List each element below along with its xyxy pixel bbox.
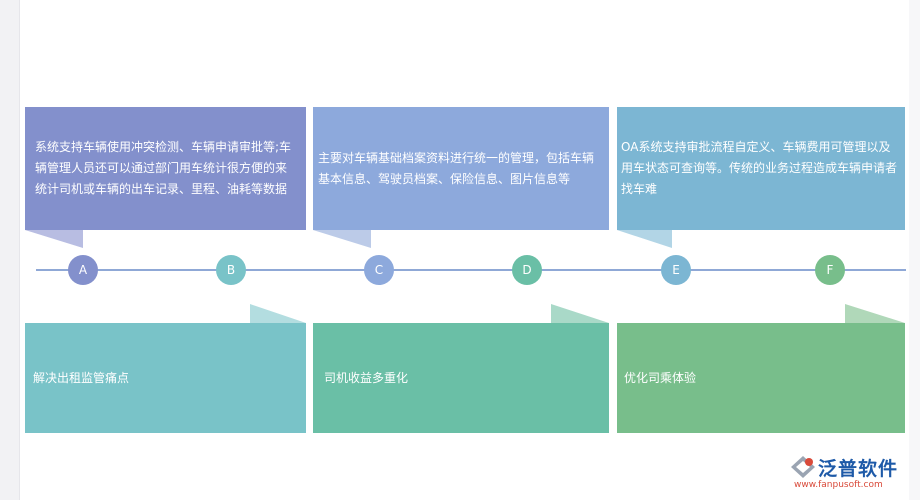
bottom-card-d: 司机收益多重化	[313, 323, 609, 433]
bottom-card-d-pointer	[551, 304, 609, 323]
node-b-label: B	[226, 263, 236, 277]
top-card-c: 主要对车辆基础档案资料进行统一的管理，包括车辆基本信息、驾驶员档案、保险信息、图…	[313, 107, 609, 230]
top-card-a-pointer	[25, 230, 83, 248]
page-left-edge	[0, 0, 20, 500]
bottom-card-f: 优化司乘体验	[617, 323, 905, 433]
timeline-line	[36, 269, 906, 271]
top-card-e-pointer	[617, 230, 672, 248]
top-card-e: OA系统支持审批流程自定义、车辆费用可管理以及用车状态可查询等。传统的业务过程造…	[617, 107, 905, 230]
brand-logo: 泛普软件 www.fanpusoft.com	[790, 454, 912, 494]
bottom-card-b-pointer	[250, 304, 306, 323]
node-d: D	[512, 255, 542, 285]
top-card-e-text: OA系统支持审批流程自定义、车辆费用可管理以及用车状态可查询等。传统的业务过程造…	[621, 140, 898, 196]
node-e-label: E	[672, 263, 680, 277]
page-right-edge	[909, 0, 920, 500]
node-c-label: C	[374, 263, 384, 277]
node-a-label: A	[78, 263, 88, 277]
top-card-a: 系统支持车辆使用冲突检测、车辆申请审批等;车辆管理人员还可以通过部门用车统计很方…	[25, 107, 306, 230]
node-b: B	[216, 255, 246, 285]
node-c: C	[364, 255, 394, 285]
logo-mark-icon	[791, 456, 815, 478]
bottom-card-b: 解决出租监管痛点	[25, 323, 306, 433]
logo-name: 泛普软件	[818, 458, 899, 480]
bottom-card-b-text: 解决出租监管痛点	[33, 370, 130, 385]
top-card-c-pointer	[313, 230, 371, 248]
bottom-card-f-text: 优化司乘体验	[624, 370, 697, 385]
bottom-card-d-text: 司机收益多重化	[324, 370, 409, 385]
top-card-a-text: 系统支持车辆使用冲突检测、车辆申请审批等;车辆管理人员还可以通过部门用车统计很方…	[35, 140, 292, 196]
node-d-label: D	[522, 263, 532, 277]
node-e: E	[661, 255, 691, 285]
node-a: A	[68, 255, 98, 285]
top-card-c-text: 主要对车辆基础档案资料进行统一的管理，包括车辆基本信息、驾驶员档案、保险信息、图…	[318, 150, 595, 186]
logo-url: www.fanpusoft.com	[794, 480, 883, 490]
bottom-card-f-pointer	[845, 304, 905, 323]
node-f: F	[815, 255, 845, 285]
node-f-label: F	[826, 263, 834, 277]
